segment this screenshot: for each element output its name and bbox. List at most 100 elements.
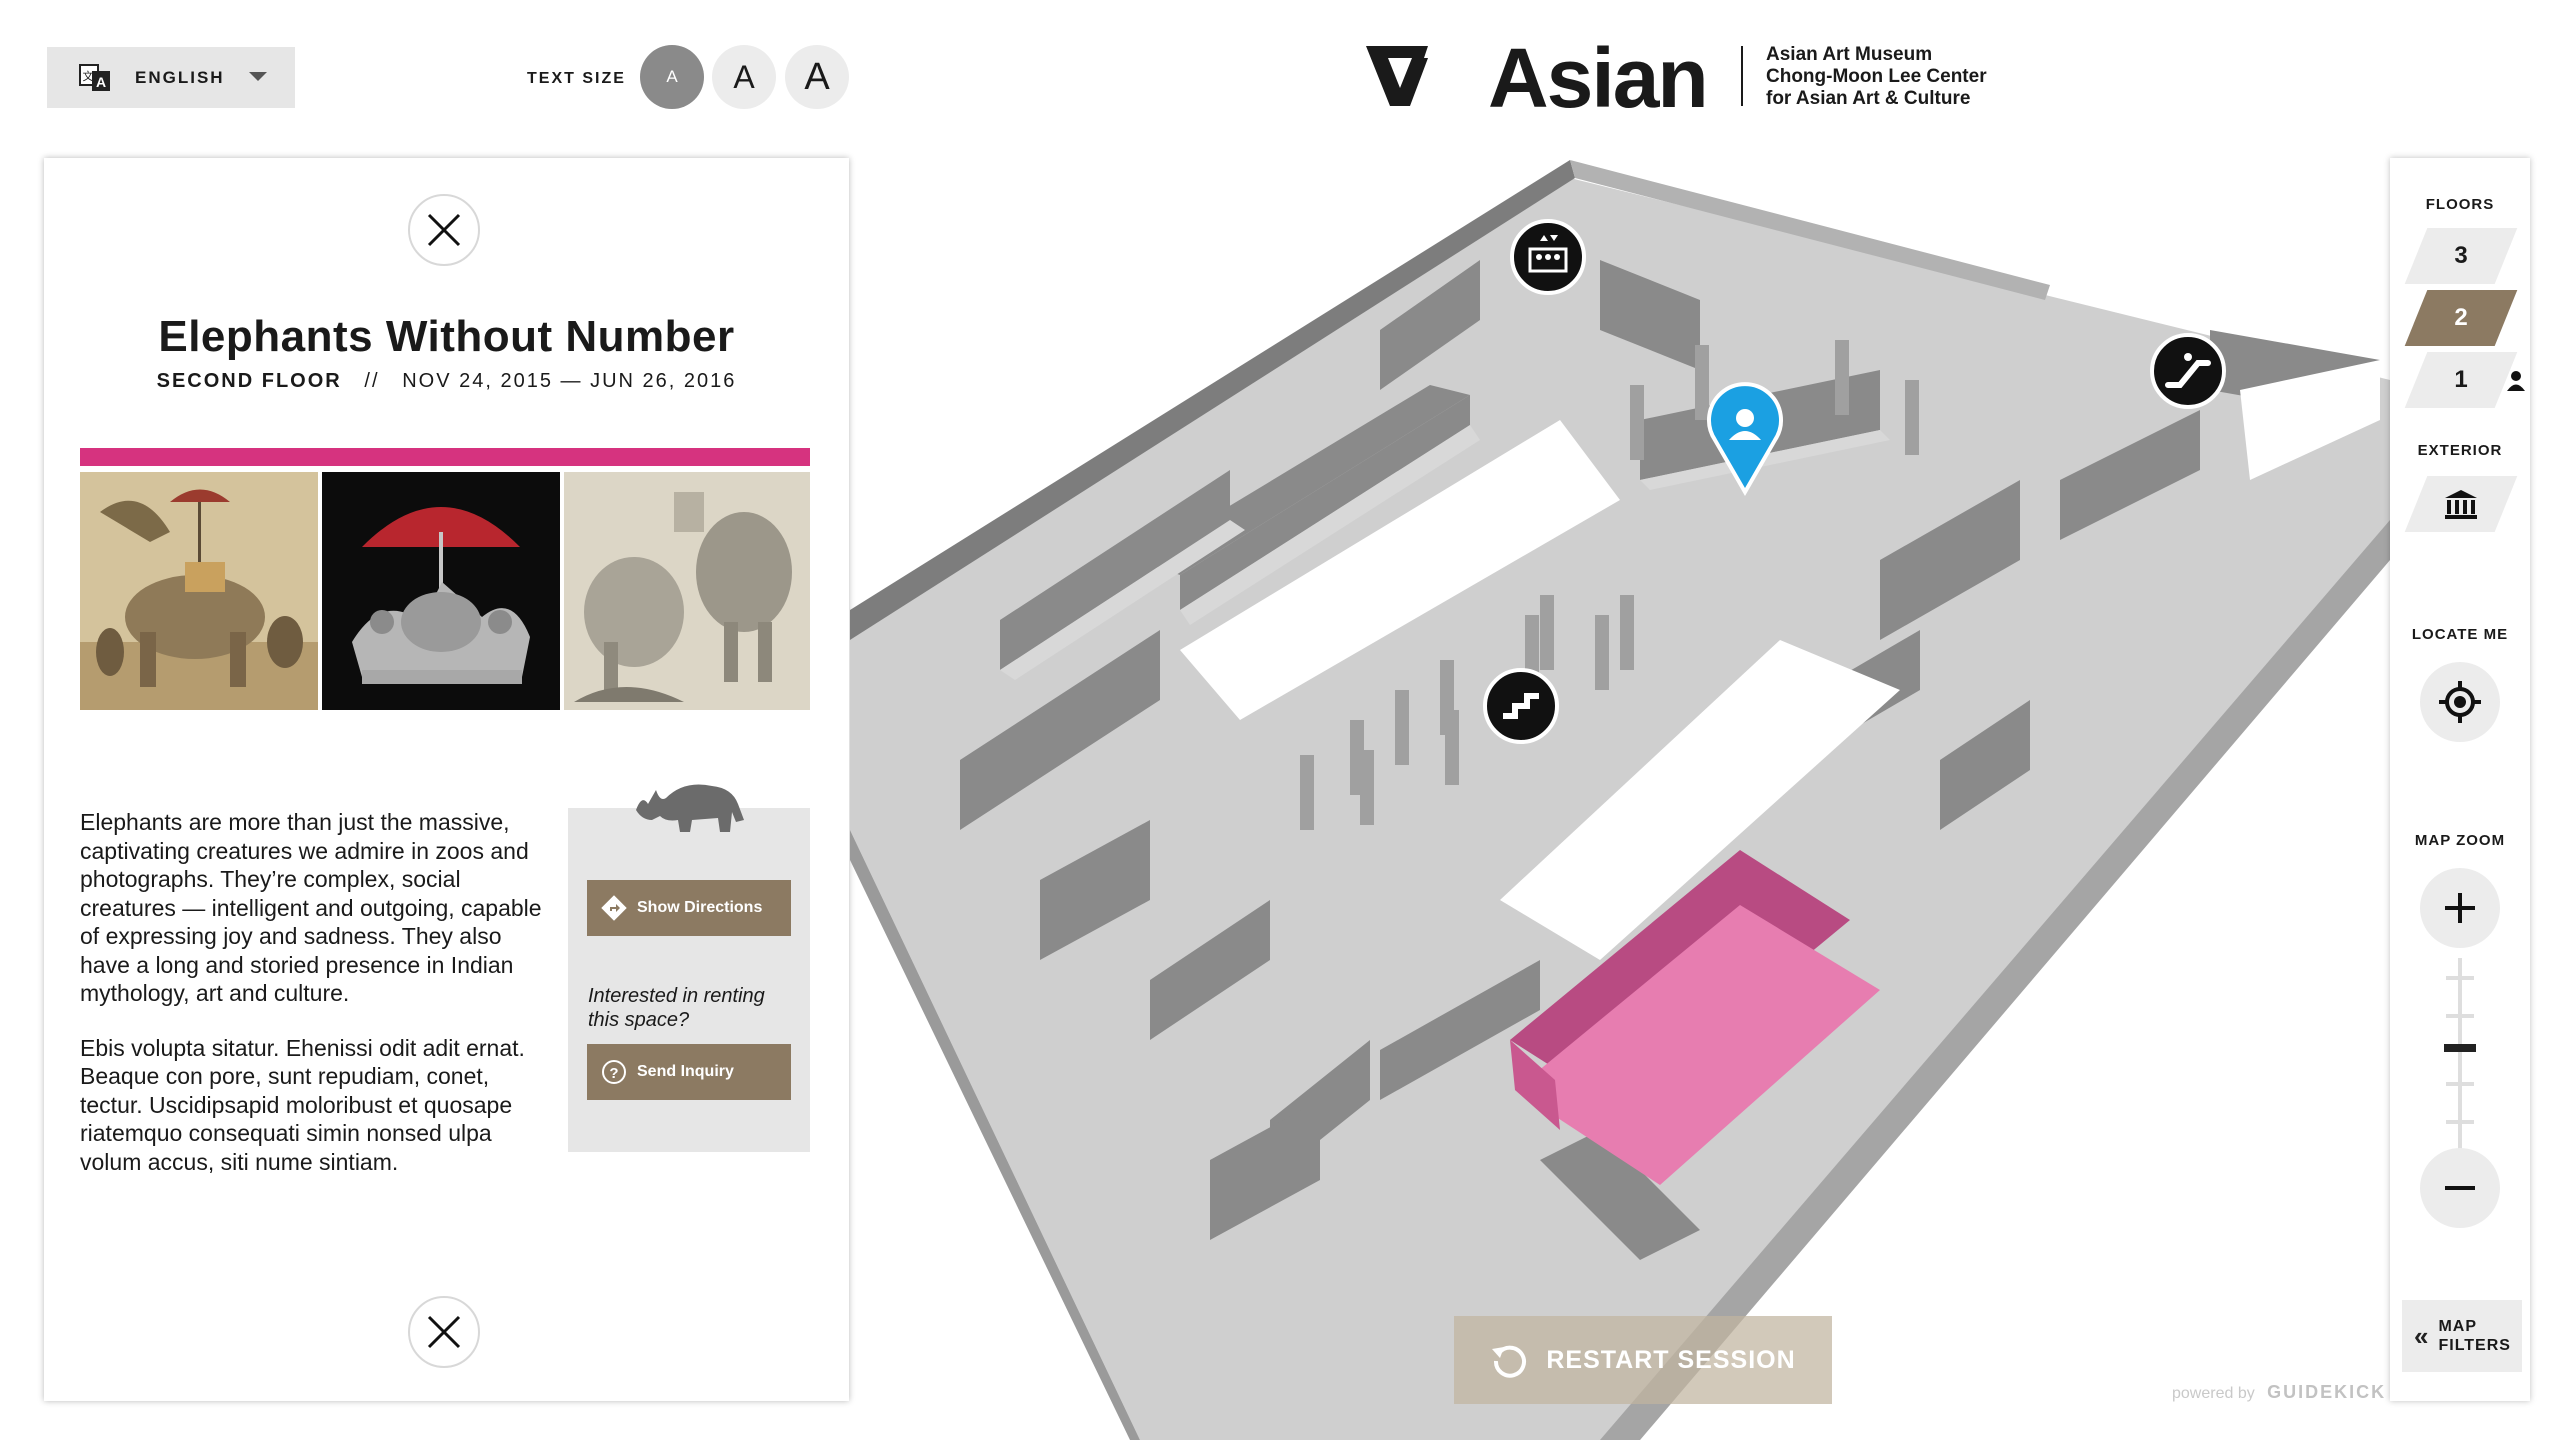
exhibit-meta-separator: // <box>364 370 380 392</box>
you-are-here-marker[interactable] <box>1707 382 1783 497</box>
rent-prompt: Interested in renting this space? <box>588 985 765 1031</box>
map-courtyard-lower <box>1500 640 1900 960</box>
map-filters-label: MAP FILTERS <box>2438 1317 2510 1355</box>
powered-by-brand: GUIDEKICK <box>2267 1382 2387 1402</box>
map-columns <box>1300 340 1919 830</box>
stairs-icon <box>1503 693 1539 719</box>
exhibit-floor: SECOND FLOOR <box>156 370 342 392</box>
current-floor-person-icon <box>2507 371 2525 391</box>
text-size-small-label: A <box>666 67 678 86</box>
escalator-icon <box>2165 353 2211 388</box>
map-courtyard-right <box>2240 360 2380 480</box>
language-label: ENGLISH <box>135 67 225 87</box>
zoom-slider-track[interactable] <box>2458 958 2462 1158</box>
restart-session-button[interactable]: RESTART SESSION <box>1454 1316 1832 1404</box>
show-directions-label: Show Directions <box>637 899 763 916</box>
locate-me-button[interactable] <box>2420 662 2500 742</box>
map-zoom-label: MAP ZOOM <box>2414 832 2506 849</box>
text-size-small-button[interactable]: A <box>640 45 704 109</box>
zoom-tick <box>2446 1082 2474 1086</box>
floor-3-label: 3 <box>2454 242 2468 269</box>
exhibit-image-procession <box>80 472 318 710</box>
map-courtyard-upper <box>1180 420 1620 720</box>
exterior-button[interactable] <box>2404 476 2518 532</box>
text-size-large-button[interactable]: A <box>785 45 849 109</box>
map-highlight-side <box>1510 1040 1560 1130</box>
floor-map[interactable] <box>848 158 2390 1440</box>
logo-subtitle-line1: Asian Art Museum <box>1766 44 1933 65</box>
exhibit-paragraph-1: Elephants are more than just the massive… <box>80 809 542 1006</box>
language-selector[interactable]: A 文 ENGLISH <box>47 47 295 108</box>
close-icon <box>427 213 461 247</box>
rhino-icon <box>636 784 744 832</box>
map-wall <box>850 160 1575 640</box>
logo-wordmark: Asian <box>1488 31 1709 125</box>
send-inquiry-label: Send Inquiry <box>637 1063 734 1080</box>
zoom-in-button[interactable] <box>2420 868 2500 948</box>
map-toolbar: FLOORS 3 2 1 EXTERIOR LOCATE ME MAP ZOOM <box>2390 158 2530 1401</box>
close-button-top[interactable] <box>408 194 480 266</box>
text-size-medium-label: A <box>733 58 755 95</box>
svg-text:文: 文 <box>83 69 94 83</box>
plus-icon <box>2445 893 2475 923</box>
zoom-out-button[interactable] <box>2420 1148 2500 1228</box>
exhibit-image-sketch <box>564 472 810 710</box>
floor-2-button[interactable]: 2 <box>2404 290 2518 346</box>
zoom-slider-handle[interactable] <box>2444 1044 2476 1052</box>
map-filters-button[interactable]: « MAP FILTERS <box>2402 1300 2522 1372</box>
map-slab-edge-right <box>1600 520 2390 1440</box>
escalator-marker[interactable] <box>2150 333 2226 409</box>
chevron-down-icon <box>249 72 267 81</box>
map-filters-label-line2: FILTERS <box>2438 1337 2511 1354</box>
locate-me-label: LOCATE ME <box>2411 626 2509 643</box>
text-size-label: TEXT SIZE <box>527 70 626 87</box>
exhibit-paragraph-2: Ebis volupta sitatur. Ehenissi odit adit… <box>80 1034 525 1175</box>
logo-subtitle: Asian Art Museum Chong-Moon Lee Center f… <box>1766 44 1987 110</box>
text-size-medium-button[interactable]: A <box>712 45 776 109</box>
logo-mark-icon <box>1366 46 1428 106</box>
elevator-marker[interactable] <box>1510 219 1586 295</box>
exhibit-detail-panel: Elephants Without Number SECOND FLOOR //… <box>44 158 849 1401</box>
close-icon <box>427 1315 461 1349</box>
zoom-tick <box>2446 976 2474 980</box>
exhibit-title: Elephants Without Number <box>158 312 735 361</box>
exhibit-meta: SECOND FLOOR // NOV 24, 2015 — JUN 26, 2… <box>44 370 849 393</box>
double-chevron-left-icon: « <box>2414 1320 2429 1351</box>
zoom-tick <box>2446 1014 2474 1018</box>
close-button-bottom[interactable] <box>408 1296 480 1368</box>
svg-text:?: ? <box>609 1065 618 1082</box>
map-filters-label-line1: MAP <box>2438 1318 2478 1335</box>
restart-icon <box>1492 1345 1527 1378</box>
exterior-label: EXTERIOR <box>2417 442 2503 459</box>
elevator-icon <box>1528 235 1568 273</box>
floor-1-label: 1 <box>2454 366 2468 393</box>
floor-1-button[interactable]: 1 <box>2404 352 2518 408</box>
exhibit-accent-bar <box>80 448 810 466</box>
exhibit-dates: NOV 24, 2015 — JUN 26, 2016 <box>402 370 737 392</box>
logo-divider <box>1741 46 1743 106</box>
floor-3-button[interactable]: 3 <box>2404 228 2518 284</box>
directions-icon <box>601 895 627 921</box>
send-inquiry-button[interactable]: ? Send Inquiry <box>587 1044 791 1100</box>
text-size-large-label: A <box>804 55 830 98</box>
question-icon: ? <box>601 1059 627 1085</box>
map-wall <box>1570 160 2050 300</box>
logo-subtitle-line2: Chong-Moon Lee Center <box>1766 66 1987 87</box>
floors-label: FLOORS <box>2425 196 2495 213</box>
floor-2-label: 2 <box>2454 304 2468 331</box>
translate-icon: A 文 <box>77 60 113 96</box>
map-slab-edge <box>850 830 1140 1440</box>
map-highlight-room <box>1515 905 1880 1185</box>
powered-by: powered by GUIDEKICK <box>2172 1382 2386 1403</box>
zoom-tick <box>2446 1120 2474 1124</box>
exhibit-image-howdah <box>322 472 560 710</box>
logo-subtitle-line3: for Asian Art & Culture <box>1766 88 1971 109</box>
show-directions-button[interactable]: Show Directions <box>587 880 791 936</box>
crosshair-icon <box>2439 681 2481 723</box>
powered-by-prefix: powered by <box>2172 1385 2255 1402</box>
museum-building-icon <box>2445 490 2477 519</box>
exhibit-description: Elephants are more than just the massive… <box>80 808 550 1202</box>
stairs-marker[interactable] <box>1483 668 1559 744</box>
you-are-here-icon <box>1729 409 1761 440</box>
restart-session-label: RESTART SESSION <box>1546 1345 1796 1374</box>
